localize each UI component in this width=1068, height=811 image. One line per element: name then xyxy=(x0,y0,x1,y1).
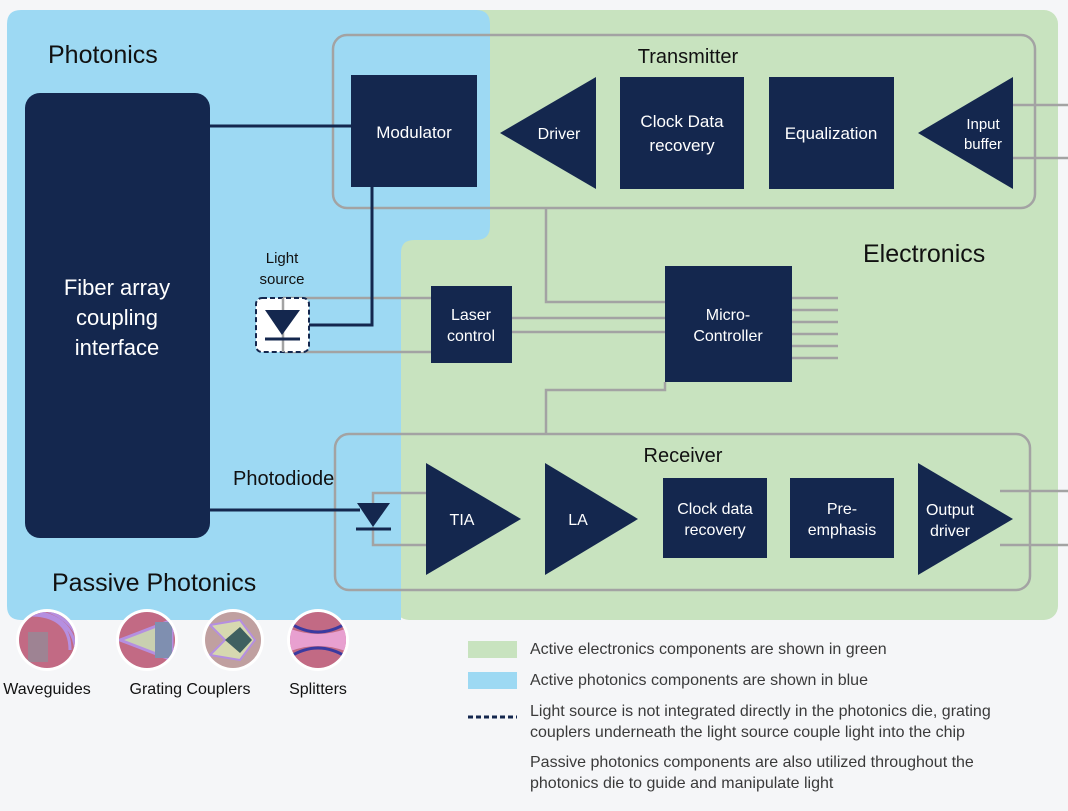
tx-cdr-label: recovery xyxy=(649,136,715,155)
passive-item-label: Waveguides xyxy=(3,681,90,698)
microcontroller-label: Micro- xyxy=(706,307,750,324)
output-driver-label: Output xyxy=(926,502,975,519)
legend-text: Active electronics components are shown … xyxy=(530,641,887,658)
optical-links xyxy=(210,124,374,512)
passive-item-label: Splitters xyxy=(289,681,347,698)
modulator-label: Modulator xyxy=(376,123,452,142)
legend-text: photonics die to guide and manipulate li… xyxy=(530,775,834,792)
tx-cdr-label: Clock Data xyxy=(640,112,724,131)
legend-text: Light source is not integrated directly … xyxy=(530,703,991,720)
preemphasis-label: Pre- xyxy=(827,501,857,518)
legend-text: couplers underneath the light source cou… xyxy=(530,724,965,741)
preemphasis-label: emphasis xyxy=(808,522,876,539)
rx-cdr-label: recovery xyxy=(684,522,745,539)
waveguides-thumbnail xyxy=(16,609,78,671)
la-label: LA xyxy=(568,512,588,529)
transmitter-title: Transmitter xyxy=(638,46,739,68)
laser-diode-icon xyxy=(265,310,300,335)
output-driver-amplifier xyxy=(918,463,1013,575)
legend-swatch-blue xyxy=(468,672,517,689)
preemphasis-block xyxy=(790,478,894,558)
photodiode-label: Photodiode xyxy=(233,468,334,490)
photonics-title: Photonics xyxy=(48,41,158,69)
fiber-label: coupling xyxy=(76,305,158,330)
output-driver-label: driver xyxy=(930,523,971,540)
photodiode-icon xyxy=(357,503,390,527)
laser-control-label: Laser xyxy=(451,307,492,324)
equalization-block xyxy=(769,77,894,189)
electronics-title: Electronics xyxy=(863,240,985,268)
tx-cdr-block xyxy=(620,77,744,189)
grating-coupler-thumbnail-1 xyxy=(116,609,178,671)
fiber-label: interface xyxy=(75,335,159,360)
input-buffer-label: buffer xyxy=(964,136,1002,153)
passive-item-label: Grating Couplers xyxy=(130,681,251,698)
fiber-array-block xyxy=(25,93,210,538)
light-source-label: Light xyxy=(266,250,299,267)
legend-text: Active photonics components are shown in… xyxy=(530,672,868,689)
driver-label: Driver xyxy=(538,126,581,143)
microcontroller-block xyxy=(665,266,792,382)
laser-control-block xyxy=(431,286,512,363)
tia-amplifier xyxy=(426,463,521,575)
legend-text: Passive photonics components are also ut… xyxy=(530,754,974,771)
splitters-thumbnail xyxy=(287,609,349,671)
input-buffer-label: Input xyxy=(966,116,1000,133)
grating-coupler-thumbnail-2 xyxy=(202,609,264,671)
passive-photonics-title: Passive Photonics xyxy=(52,569,256,597)
rx-cdr-label: Clock data xyxy=(677,501,753,518)
transmitter-group xyxy=(331,33,1037,210)
input-buffer-amplifier xyxy=(918,77,1013,189)
fiber-label: Fiber array xyxy=(64,275,170,300)
driver-amplifier xyxy=(500,77,596,189)
receiver-group xyxy=(333,432,1032,592)
microcontroller-label: Controller xyxy=(693,328,763,345)
equalization-label: Equalization xyxy=(785,124,878,143)
rx-cdr-block xyxy=(663,478,767,558)
modulator-block xyxy=(351,75,477,187)
laser-control-label: control xyxy=(447,328,495,345)
tia-label: TIA xyxy=(450,512,475,529)
light-source-label: source xyxy=(259,271,304,288)
la-amplifier xyxy=(545,463,638,575)
legend-swatch-green xyxy=(468,641,517,658)
receiver-title: Receiver xyxy=(644,445,723,467)
